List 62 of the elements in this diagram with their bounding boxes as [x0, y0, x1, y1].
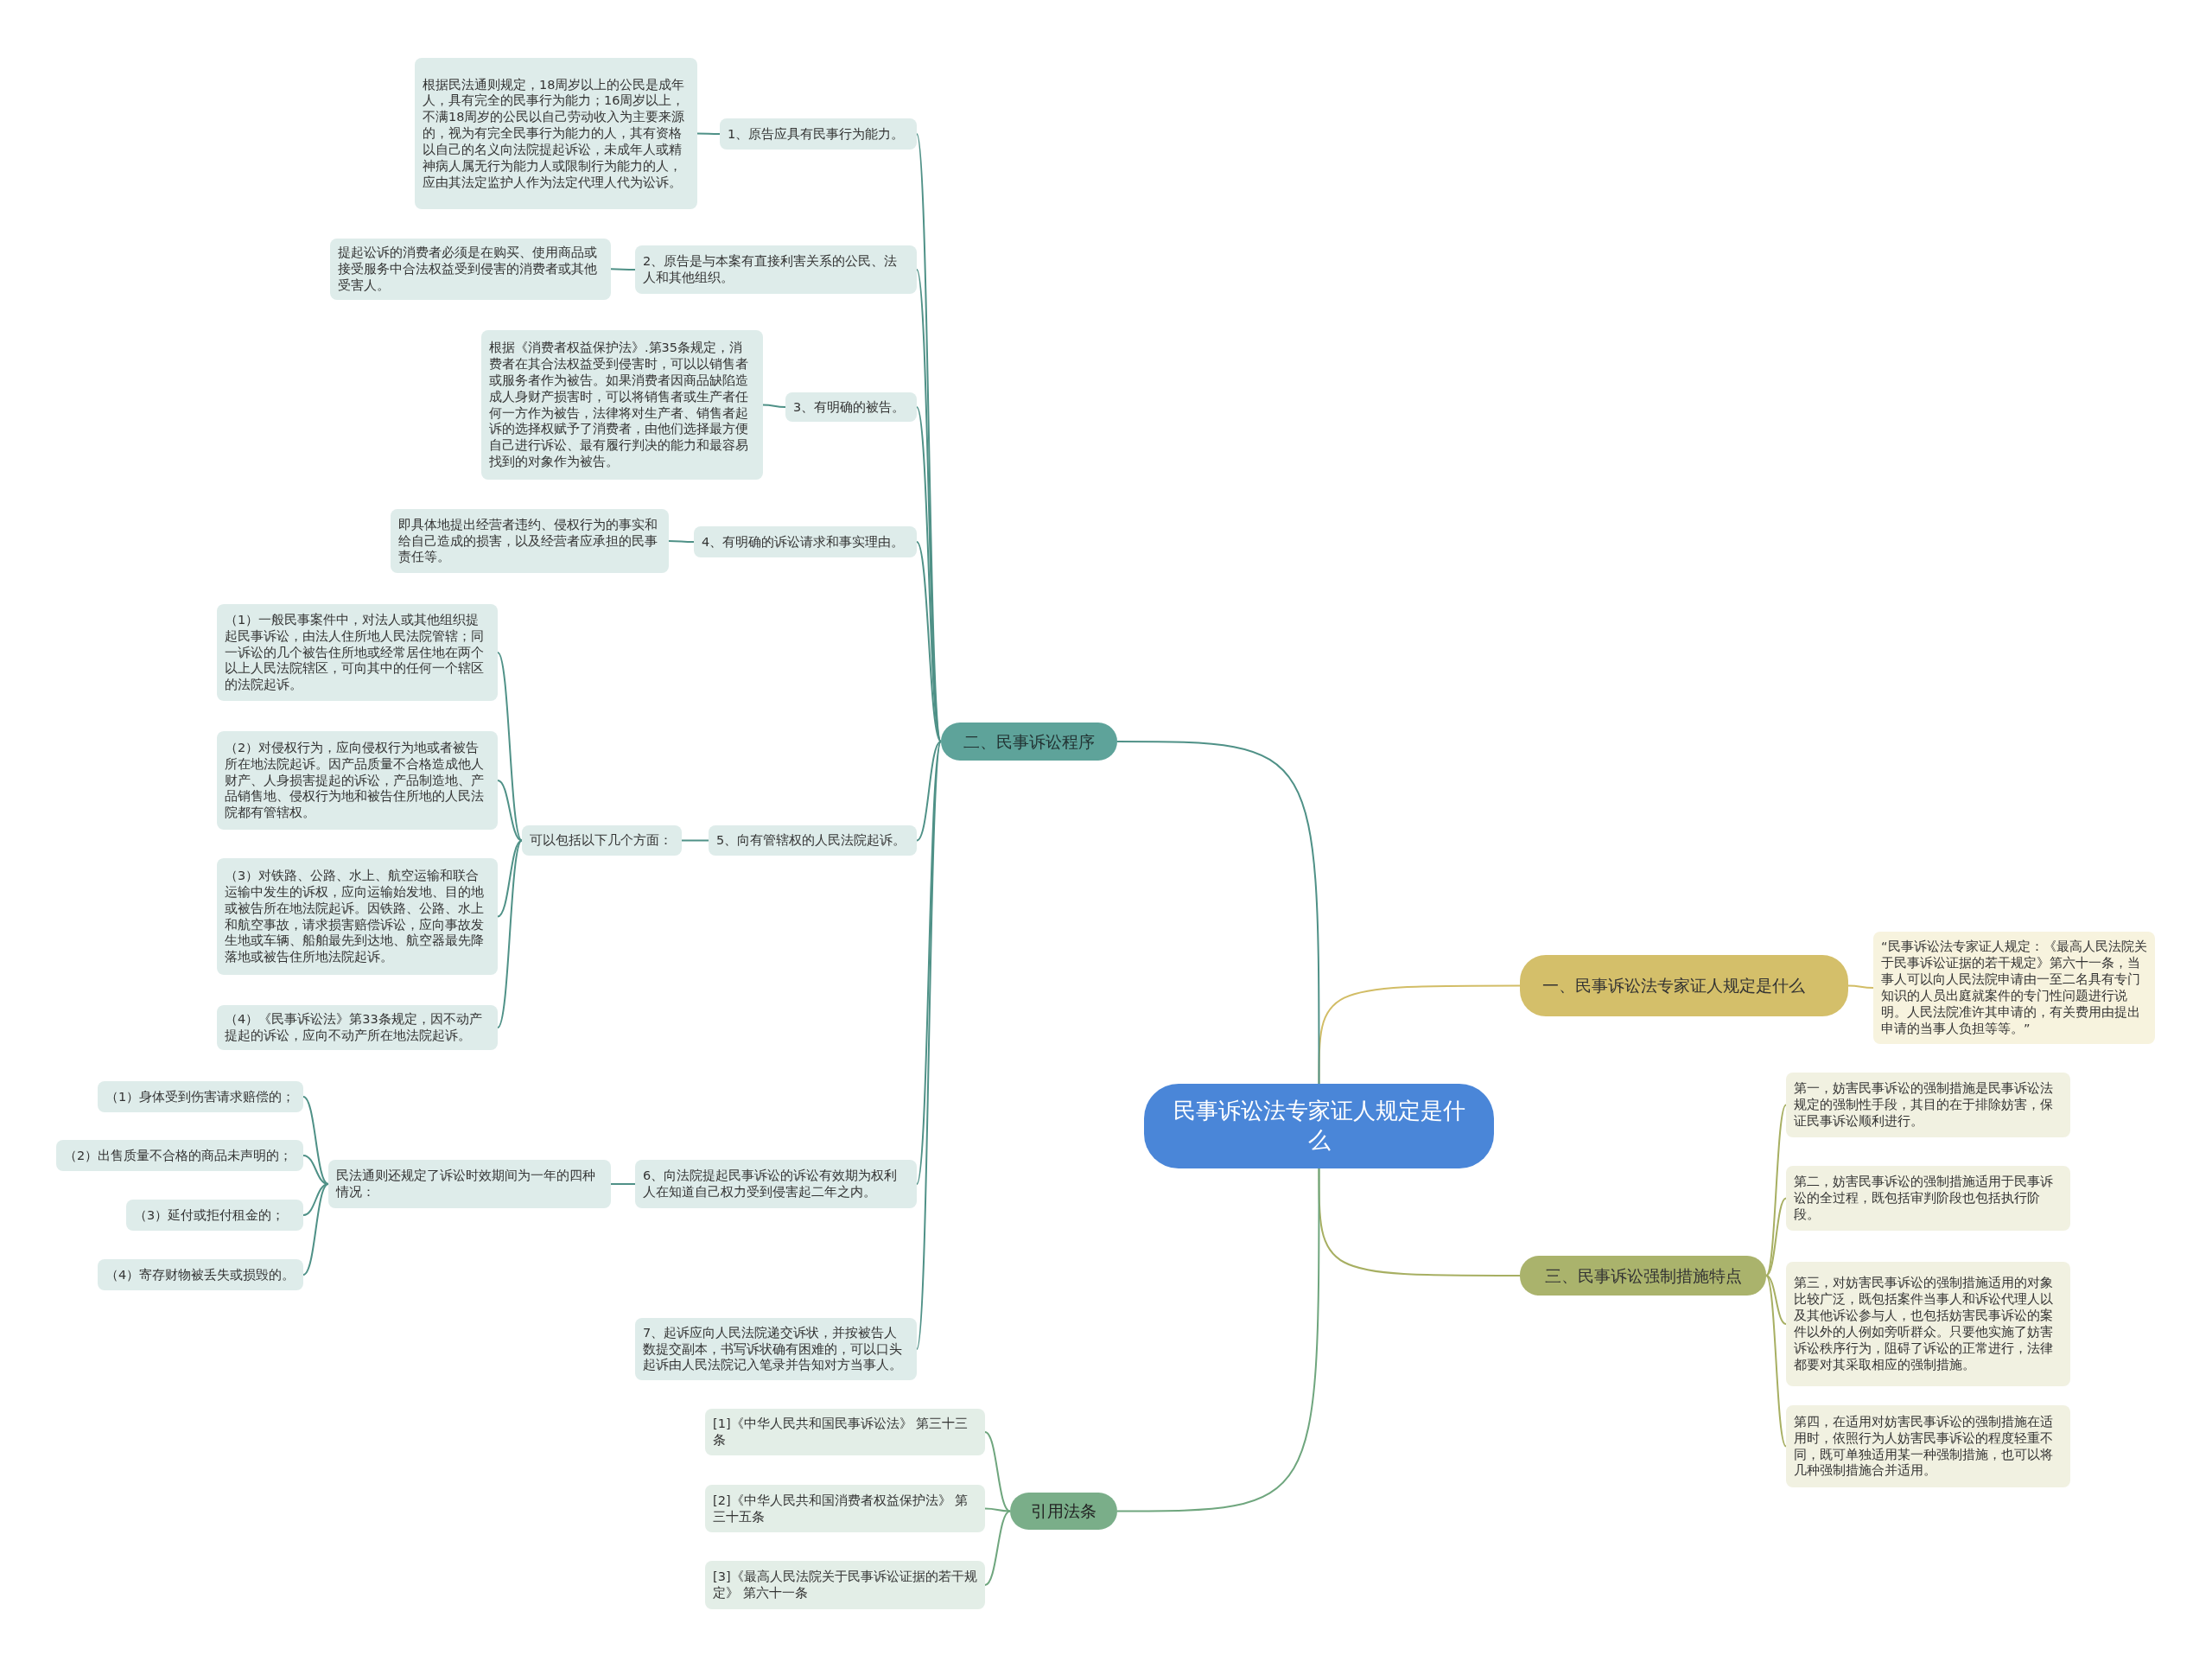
connector-line: [916, 741, 942, 842]
topic-box: 即具体地提出经营者违约、侵权行为的事实和给自己造成的损害，以及经营者应承担的民事责任等。: [391, 509, 669, 573]
topic-box: 6、向法院提起民事诉讼的诉讼有效期为权利人在知道自己权力受到侵害起二年之内。: [635, 1160, 917, 1208]
topic-box: [3]《最高人民法院关于民事诉讼证据的若干规定》 第六十一条: [705, 1561, 985, 1609]
connector-line: [1765, 1275, 1787, 1448]
topic-box: （3）延付或拒付租金的；: [126, 1200, 303, 1231]
connector-line: [497, 780, 523, 842]
topic-box: 2、原告是与本案有直接利害关系的公民、法人和其他组织。: [635, 245, 917, 294]
connector-line: [916, 741, 942, 1350]
branch-topic: 一、民事诉讼法专家证人规定是什么: [1520, 955, 1848, 1016]
connector-line: [302, 1096, 329, 1185]
topic-box: 可以包括以下几个方面：: [522, 825, 682, 856]
connector-line: [1765, 1275, 1787, 1325]
connector-line: [1847, 984, 1874, 989]
topic-box: 5、向有管辖权的人民法院起诉。: [709, 825, 917, 856]
connector-line: [668, 540, 695, 543]
connector-line: [762, 404, 786, 408]
connector-line: [681, 839, 709, 842]
topic-box: （2）对侵权行为，应向侵权行为地或者被告所在地法院起诉。因产品质量不合格造成他人财产、人身损害提起的诉讼，产品制造地、产品销售地、侵权行为地和被告住所地的人民法院都有管辖权。: [217, 731, 498, 830]
topic-box: 3、有明确的被告。: [785, 392, 917, 422]
topic-box: 第一，妨害民事诉讼的强制措施是民事诉讼法规定的强制性手段，其目的在于排除妨害，保证民事诉讼顺利进行。: [1786, 1073, 2070, 1137]
connector-line: [1116, 1168, 1320, 1512]
connector-line: [610, 268, 636, 271]
connector-line: [610, 1183, 636, 1185]
connector-line: [302, 1183, 329, 1276]
connector-line: [1765, 1104, 1787, 1276]
topic-box: [1]《中华人民共和国民事诉讼法》 第三十三条: [705, 1409, 985, 1455]
connector-line: [1116, 741, 1320, 1085]
topic-box: 1、原告应具有民事行为能力。: [720, 118, 917, 150]
branch-topic: 引用法条: [1010, 1493, 1117, 1530]
topic-box: （4）《民事诉讼法》第33条规定，因不动产提起的诉讼，应向不动产所在地法院起诉。: [217, 1005, 498, 1050]
connector-line: [1318, 984, 1521, 1085]
topic-box: 根据民法通则规定，18周岁以上的公民是成年人，具有完全的民事行为能力；16周岁以上，不满18周岁的公民以自己劳动收入为主要来源的，视为有完全民事行为能力的人，其有资格以自己的名义向法院提起诉讼，未成年人或精神病人属无行为能力人或限制行为能力的人，应由其法定监护人作为法定代理人代为讼诉。: [415, 58, 697, 209]
topic-box: （4）寄存财物被丢失或损毁的。: [98, 1259, 303, 1290]
topic-box: （3）对铁路、公路、水上、航空运输和联合运输中发生的诉权，应向运输始发地、目的地或被告所在地法院起诉。因铁路、公路、水上和航空事故，请求损害赔偿诉讼，应向事故发生地或车辆、船舶最先到达地、航空器最先降落地或被告住所地法院起诉。: [217, 858, 498, 975]
connector-line: [984, 1507, 1011, 1512]
topic-box: （2）出售质量不合格的商品未声明的；: [56, 1140, 303, 1171]
topic-box: （1）一般民事案件中，对法人或其他组织提起民事诉讼，由法人住所地人民法院管辖；同一诉讼的几个被告住所地或经常居住地在两个以上人民法院辖区，可向其中的任何一个辖区的法院起诉。: [217, 604, 498, 701]
connector-line: [916, 541, 942, 742]
topic-box: [2]《中华人民共和国消费者权益保护法》 第三十五条: [705, 1485, 985, 1532]
connector-line: [984, 1510, 1011, 1586]
topic-box: 7、起诉应向人民法院递交诉状，并按被告人数提交副本，书写诉状确有困难的，可以口头起诉由人民法院记入笔录并告知对方当事人。: [635, 1318, 917, 1380]
topic-box: 民法通则还规定了诉讼时效期间为一年的四种情况：: [328, 1160, 611, 1208]
connector-line: [1318, 1168, 1521, 1276]
connector-line: [302, 1183, 329, 1216]
branch-topic: 三、民事诉讼强制措施特点: [1520, 1256, 1766, 1296]
connector-line: [497, 839, 523, 1028]
connector-line: [497, 652, 523, 842]
topic-box: 第二，妨害民事诉讼的强制措施适用于民事诉讼的全过程，既包括审判阶段也包括执行阶段。: [1786, 1166, 2070, 1231]
topic-box: “民事诉讼法专家证人规定：《最高人民法院关于民事诉讼证据的若干规定》第六十一条，当事人可以向人民法院申请由一至二名具有专门知识的人员出庭就案件的专门性问题进行说明。人民法院准许其申请的，有关费用由提出申请的当事人负担等等。”: [1873, 932, 2155, 1044]
connector-line: [984, 1431, 1011, 1512]
connector-line: [1765, 1197, 1787, 1276]
connector-line: [696, 132, 721, 135]
topic-box: 提起讼诉的消费者必须是在购买、使用商品或接受服务中合法权益受到侵害的消费者或其他受害人。: [330, 239, 611, 300]
topic-box: 第三，对妨害民事诉讼的强制措施适用的对象比较广泛，既包括案件当事人和诉讼代理人以及其他诉讼参与人，也包括妨害民事诉讼的案件以外的人例如旁听群众。只要他实施了妨害诉讼秩序行为，阻碍了诉讼的正常进行，法律都要对其采取相应的强制措施。: [1786, 1262, 2070, 1386]
topic-box: 根据《消费者权益保护法》.第35条规定，消费者在其合法权益受到侵害时，可以以销售者或服务者作为被告。如果消费者因商品缺陷造成人身财产损害时，可以将销售者或生产者任何一方作为被告，法律将对生产者、销售者起诉的选择权赋予了消费者，由他们选择最方便自己进行诉讼、最有履行判决的能力和最容易找到的对象作为被告。: [481, 330, 763, 480]
connector-line: [497, 839, 523, 918]
topic-box: （1）身体受到伤害请求赔偿的；: [98, 1081, 303, 1112]
central-topic: 民事诉讼法专家证人规定是什么: [1144, 1084, 1494, 1168]
topic-box: 第四，在适用对妨害民事诉讼的强制措施在适用时，依照行为人妨害民事诉讼的程度轻重不同，既可单独适用某一种强制措施，也可以将几种强制措施合并适用。: [1786, 1405, 2070, 1487]
topic-box: 4、有明确的诉讼请求和事实理由。: [694, 526, 917, 557]
branch-topic: 二、民事诉讼程序: [941, 723, 1117, 761]
